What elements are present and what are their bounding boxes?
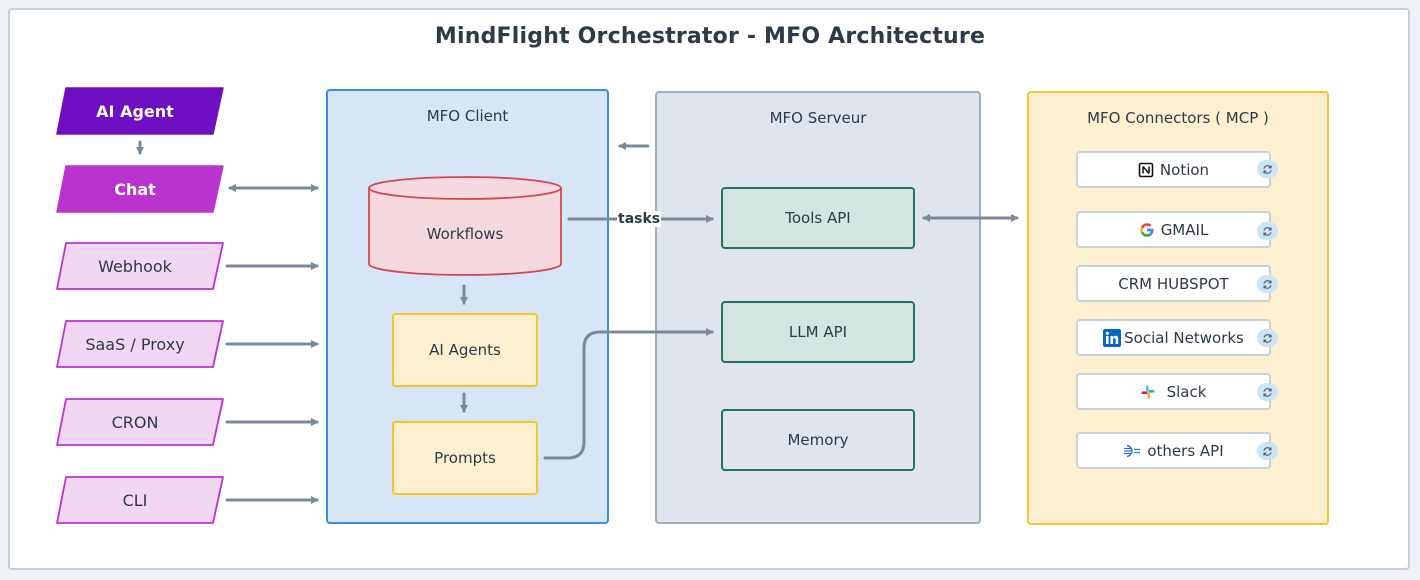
mfo-connectors-title: MFO Connectors ( MCP )	[1087, 109, 1269, 127]
connector-label: GMAIL	[1160, 220, 1209, 239]
prompts-box[interactable]: Prompts	[392, 421, 538, 495]
input-chat[interactable]: Chat	[56, 165, 224, 213]
mfo-server-title: MFO Serveur	[769, 109, 867, 127]
sync-icon[interactable]	[1257, 383, 1278, 401]
connector-label: others API	[1147, 441, 1224, 460]
input-ai-agent[interactable]: AI Agent	[56, 87, 224, 135]
connector-label: Social Networks	[1124, 328, 1244, 347]
input-label: AI Agent	[96, 101, 174, 121]
connector-others-api[interactable]: others API	[1076, 432, 1271, 469]
linkedin-icon	[1103, 328, 1122, 347]
sync-icon[interactable]	[1257, 160, 1278, 178]
input-saas-proxy[interactable]: SaaS / Proxy	[56, 320, 224, 368]
llm-api-box[interactable]: LLM API	[721, 301, 915, 363]
connector-social-networks[interactable]: Social Networks	[1076, 319, 1271, 356]
sync-icon[interactable]	[1257, 222, 1278, 240]
input-webhook[interactable]: Webhook	[56, 242, 224, 290]
mfo-client-title: MFO Client	[426, 107, 509, 125]
connector-label: Notion	[1159, 160, 1210, 179]
connector-slack[interactable]: Slack	[1076, 373, 1271, 410]
tools-api-label: Tools API	[785, 209, 851, 227]
parallelogram-shape	[56, 87, 224, 135]
api-icon	[1124, 444, 1141, 457]
diagram-title: MindFlight Orchestrator - MFO Architectu…	[434, 24, 986, 49]
tools-api-box[interactable]: Tools API	[721, 187, 915, 249]
ai-agents-box[interactable]: AI Agents	[392, 313, 538, 387]
connector-gmail[interactable]: GMAIL	[1076, 211, 1271, 248]
llm-api-label: LLM API	[788, 323, 848, 341]
cylinder-shape	[368, 176, 562, 276]
connector-crm-hubspot[interactable]: CRM HUBSPOT	[1076, 265, 1271, 302]
input-label: Webhook	[98, 256, 172, 276]
input-cli[interactable]: CLI	[56, 476, 224, 524]
ai-agents-label: AI Agents	[429, 341, 501, 359]
prompts-label: Prompts	[434, 449, 496, 467]
slack-icon	[1141, 385, 1155, 398]
input-label: SaaS / Proxy	[85, 334, 185, 354]
parallelogram-shape	[56, 242, 224, 290]
input-label: CRON	[111, 412, 159, 432]
memory-box[interactable]: Memory	[721, 409, 915, 471]
google-icon	[1139, 222, 1154, 237]
connector-notion[interactable]: Notion	[1076, 151, 1271, 188]
connector-label: Slack	[1166, 382, 1207, 401]
parallelogram-shape	[56, 476, 224, 524]
input-cron[interactable]: CRON	[56, 398, 224, 446]
tasks-edge-label: tasks	[617, 211, 662, 227]
parallelogram-shape	[56, 320, 224, 368]
sync-icon[interactable]	[1257, 442, 1278, 460]
parallelogram-shape	[56, 398, 224, 446]
parallelogram-shape	[56, 165, 224, 213]
connector-label: CRM HUBSPOT	[1118, 274, 1229, 293]
workflows-database[interactable]: Workflows	[367, 175, 563, 277]
sync-icon[interactable]	[1257, 329, 1278, 347]
input-label: Chat	[114, 179, 156, 199]
sync-icon[interactable]	[1257, 275, 1278, 293]
memory-label: Memory	[787, 431, 849, 449]
workflows-label: Workflows	[426, 225, 504, 243]
notion-icon	[1138, 162, 1154, 177]
input-label: CLI	[122, 490, 148, 510]
